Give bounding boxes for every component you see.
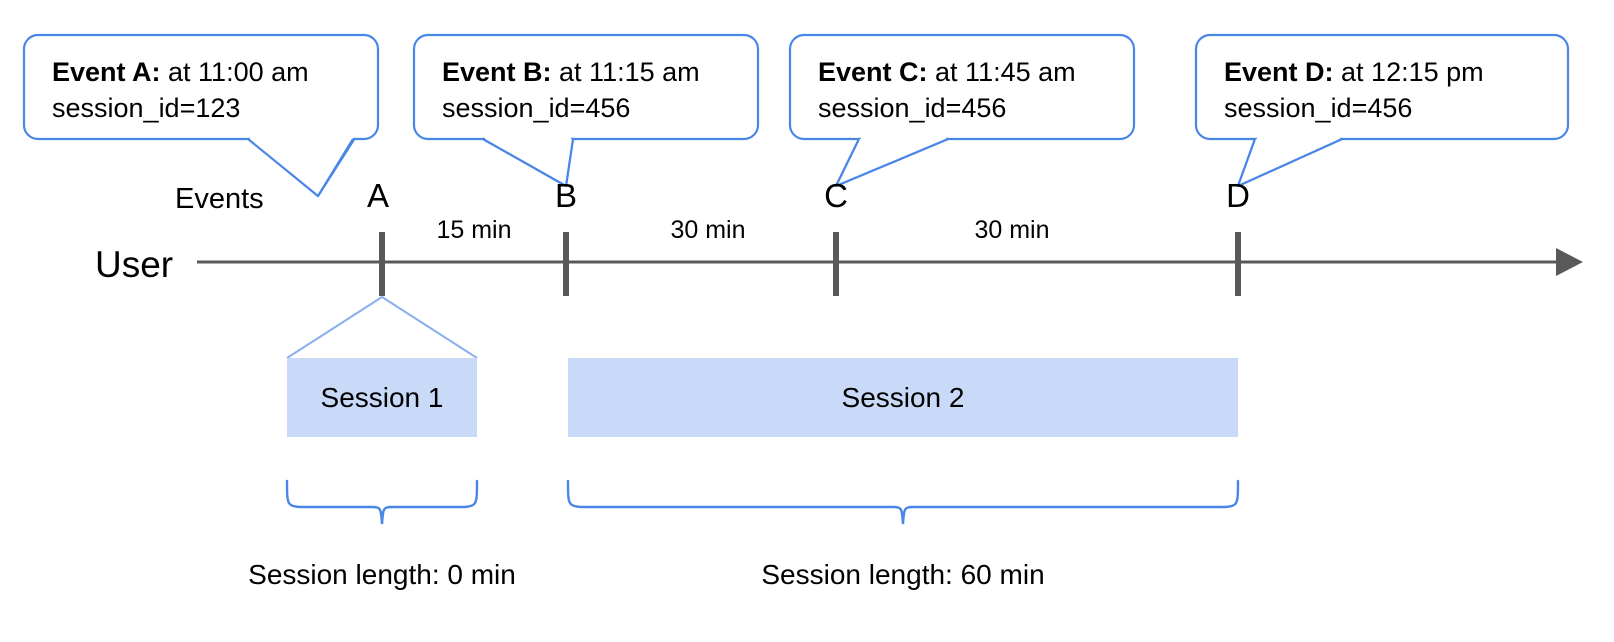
- event-letter-b: B: [555, 177, 577, 214]
- session-2-label: Session 2: [842, 382, 965, 413]
- session-1-box[interactable]: Session 1: [287, 358, 477, 437]
- axis-arrowhead-icon: [1556, 248, 1583, 276]
- timeline-axis: [197, 248, 1583, 276]
- session-2-rect: [568, 358, 1238, 437]
- callout-line1-a: Event A: at 11:00 am: [52, 57, 309, 87]
- session-2-box[interactable]: Session 2: [568, 358, 1238, 437]
- gap-label-b-c: 30 min: [670, 216, 745, 244]
- event-letter-a: A: [367, 177, 389, 214]
- callout-tail-outline-b: [482, 138, 575, 188]
- session-2-brace: [566, 479, 1240, 525]
- session-1-rect: [287, 358, 477, 437]
- session-1-length-label: Session length: 0 min: [248, 559, 516, 590]
- callout-box-a: [22, 33, 380, 141]
- session-1-funnel-connector: [286, 295, 478, 359]
- lane-label-events: Events: [175, 183, 264, 215]
- callout-line2-a: session_id=123: [52, 93, 240, 123]
- callout-tail-outline-c: [834, 137, 949, 188]
- callout-box-c: [788, 33, 1136, 141]
- callout-tail-outline-a: [247, 138, 354, 198]
- callout-tail-outline-d: [1236, 137, 1343, 188]
- event-letter-c: C: [824, 177, 848, 214]
- gap-label-c-d: 30 min: [974, 216, 1049, 244]
- session-1-label: Session 1: [321, 382, 444, 413]
- callout-box-b: [412, 33, 760, 141]
- callout-event-a[interactable]: Event A: at 11:00 am session_id=123: [22, 33, 380, 198]
- callout-line1-c: Event C: at 11:45 am: [818, 57, 1076, 87]
- event-letter-d: D: [1226, 177, 1250, 214]
- callout-line2-d: session_id=456: [1224, 93, 1412, 123]
- lane-label-user: User: [95, 244, 173, 285]
- callout-line1-b: Event B: at 11:15 am: [442, 57, 700, 87]
- callout-line2-c: session_id=456: [818, 93, 1006, 123]
- session-1-brace: [285, 479, 479, 525]
- callout-event-d[interactable]: Event D: at 12:15 pm session_id=456: [1194, 33, 1570, 188]
- callout-event-c[interactable]: Event C: at 11:45 am session_id=456: [788, 33, 1136, 188]
- gap-label-a-b: 15 min: [436, 216, 511, 244]
- callout-event-b[interactable]: Event B: at 11:15 am session_id=456: [412, 33, 760, 188]
- callout-line2-b: session_id=456: [442, 93, 630, 123]
- session-2-length-label: Session length: 60 min: [761, 559, 1044, 590]
- callout-line1-d: Event D: at 12:15 pm: [1224, 57, 1484, 87]
- callout-box-d: [1194, 33, 1570, 141]
